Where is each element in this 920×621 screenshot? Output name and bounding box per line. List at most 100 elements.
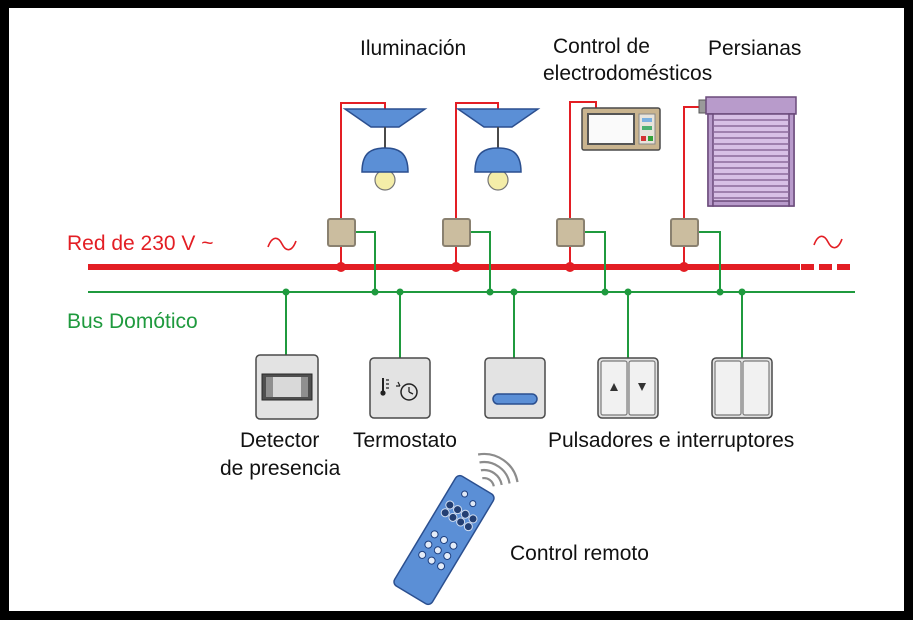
remote-key xyxy=(460,509,470,519)
bus-line-label: Bus Domótico xyxy=(67,310,198,333)
module-bus-wire xyxy=(584,231,606,292)
bus-junction-dot xyxy=(716,288,724,296)
remote-keypad xyxy=(418,530,458,571)
ceiling-lamp-icon xyxy=(455,108,541,191)
detector-lens-highlight xyxy=(273,377,301,397)
power-junction-dot xyxy=(679,262,689,272)
label-detector-line2: de presencia xyxy=(220,457,341,480)
down-arrow-icon xyxy=(638,383,646,391)
remote-key xyxy=(418,550,427,559)
remote-top-button xyxy=(469,500,477,508)
microwave-button-green xyxy=(648,136,653,141)
remote-top-button xyxy=(461,490,469,498)
microwave-display xyxy=(642,118,652,122)
bus-junction-dot xyxy=(282,288,290,296)
remote-key xyxy=(448,512,458,522)
module-bus-wire xyxy=(698,231,721,292)
label-thermostat: Termostato xyxy=(353,429,457,452)
remote-key xyxy=(433,546,442,555)
bus-junction-dot xyxy=(624,288,632,296)
microwave-button-red xyxy=(641,136,646,141)
lamp-canopy xyxy=(342,108,428,128)
blind-rail-left xyxy=(707,113,714,207)
bus-module-icon xyxy=(556,218,585,247)
sine-wave-icon xyxy=(267,237,297,251)
signal-wave xyxy=(482,477,495,487)
module-bus-wire xyxy=(355,231,376,292)
thermometer-scale xyxy=(386,379,389,389)
remote-key xyxy=(463,522,473,532)
lamp-canopy xyxy=(455,108,541,128)
bus-module-icon xyxy=(442,218,471,247)
thermostat-icon xyxy=(369,357,431,419)
sine-wave-icon xyxy=(813,235,843,249)
push-button-icon xyxy=(484,357,546,419)
power-wire-lamp-2 xyxy=(455,102,499,219)
remote-key xyxy=(443,551,452,560)
remote-key xyxy=(440,508,450,518)
remote-key xyxy=(449,541,458,550)
label-switches: Pulsadores e interruptores xyxy=(548,429,794,452)
blind-bottom-bar xyxy=(712,200,790,207)
thermometer-bulb xyxy=(380,390,386,396)
remote-control-icon xyxy=(393,474,495,606)
power-line-label: Red de 230 V ~ xyxy=(67,232,214,255)
microwave-icon xyxy=(581,107,661,151)
signal-wave xyxy=(480,468,503,486)
ceiling-lamp-icon xyxy=(342,108,428,191)
double-switch-icon xyxy=(711,357,773,419)
remote-function-keys xyxy=(440,500,478,532)
power-wire-blind xyxy=(683,106,699,219)
signal-wave xyxy=(479,460,511,484)
module-bus-wire xyxy=(470,231,491,292)
power-junction-dot xyxy=(565,262,575,272)
lamp-bulb xyxy=(487,169,509,191)
remote-key xyxy=(445,500,455,510)
label-lighting: Iluminación xyxy=(360,37,466,60)
clock-icon xyxy=(400,383,418,401)
push-button-housing xyxy=(484,357,546,419)
bus-junction-dot xyxy=(601,288,609,296)
label-detector-line1: Detector xyxy=(240,429,319,452)
up-arrow-icon xyxy=(610,383,618,391)
power-junction-dot xyxy=(451,262,461,272)
power-wire-lamp-1 xyxy=(340,102,386,219)
bus-module-icon xyxy=(327,218,356,247)
blind-slats xyxy=(713,119,789,199)
blind-rail-right xyxy=(788,113,795,207)
power-junction-dot xyxy=(336,262,346,272)
switch-rocker-left xyxy=(714,360,742,416)
remote-key xyxy=(468,514,478,524)
microwave-knob xyxy=(642,126,652,130)
signal-wave xyxy=(477,452,519,483)
clock-hands xyxy=(408,387,414,395)
blind-header xyxy=(705,96,797,115)
bus-junction-dot xyxy=(371,288,379,296)
clock-arrow xyxy=(396,381,401,387)
label-appliances-line2: electrodomésticos xyxy=(543,62,712,85)
remote-key xyxy=(427,556,436,565)
lamp-shade xyxy=(361,147,409,173)
label-appliances-line1: Control de xyxy=(553,35,650,58)
up-down-push-button-icon xyxy=(597,357,659,419)
wireless-signal-icon xyxy=(477,452,519,487)
lamp-bulb xyxy=(374,169,396,191)
thermostat-housing xyxy=(369,357,431,419)
label-remote: Control remoto xyxy=(510,542,649,565)
presence-detector-icon xyxy=(255,354,319,420)
remote-key xyxy=(456,517,466,527)
bus-junction-dot xyxy=(396,288,404,296)
switch-rocker-right xyxy=(742,360,770,416)
remote-key xyxy=(453,505,463,515)
bus-junction-dot xyxy=(486,288,494,296)
remote-key xyxy=(440,536,448,544)
power-wire-appliance xyxy=(569,101,597,219)
bus-module-icon xyxy=(670,218,699,247)
lamp-shade xyxy=(474,147,522,173)
remote-key xyxy=(437,562,446,571)
remote-key xyxy=(430,530,439,539)
roller-blind-icon xyxy=(698,96,797,207)
bus-junction-dot xyxy=(738,288,746,296)
remote-key xyxy=(424,540,433,549)
label-blinds: Persianas xyxy=(708,37,801,60)
